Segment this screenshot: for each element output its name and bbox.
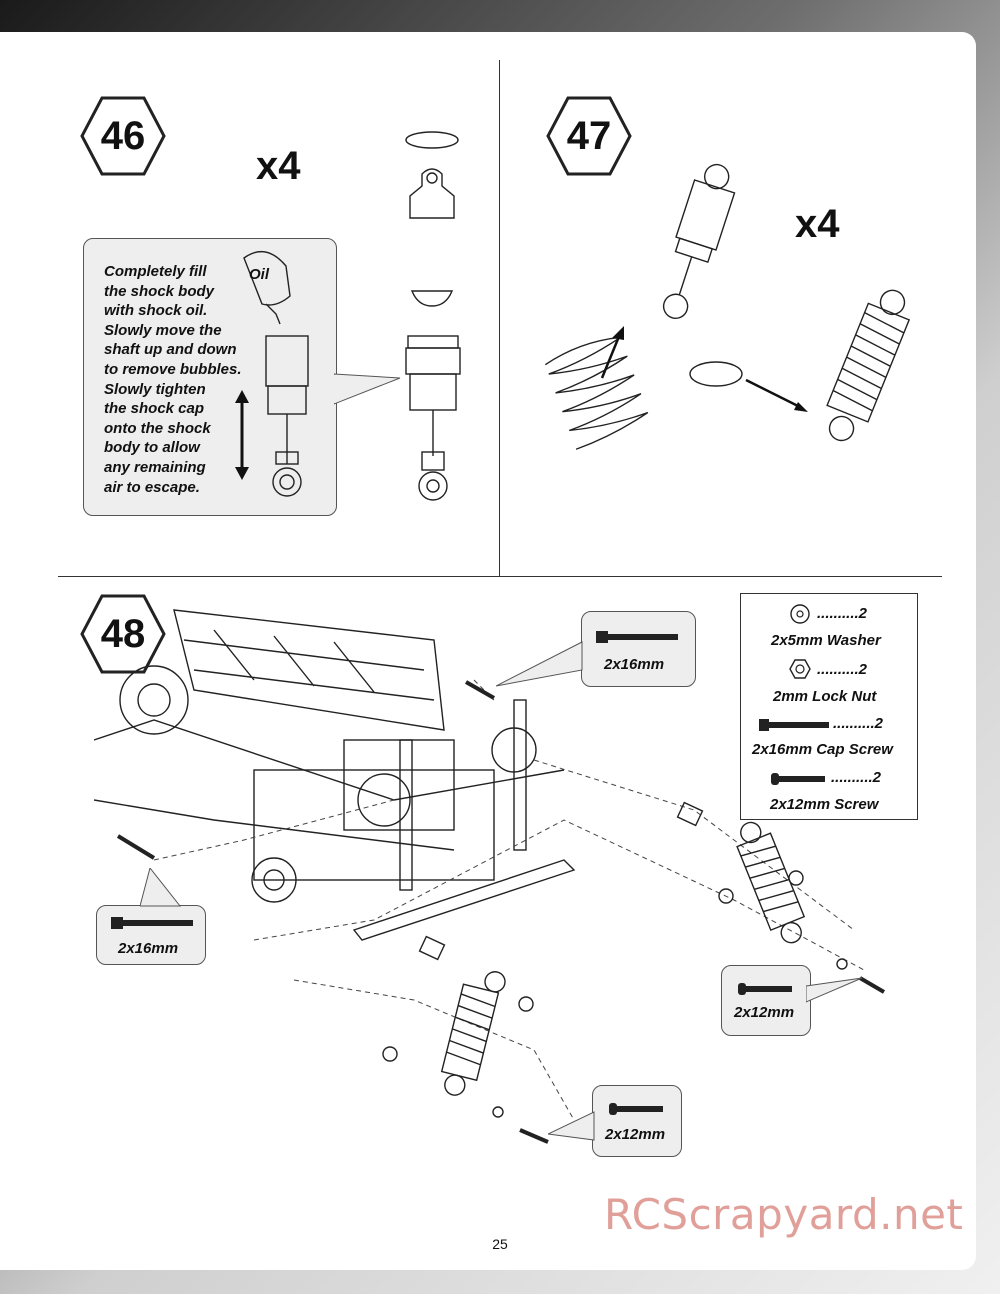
callout-label: 2x16mm (118, 940, 179, 957)
up-down-arrow-icon (235, 390, 249, 480)
oil-bottle-icon (243, 250, 291, 325)
watermark: RCScrapyard.net (604, 1190, 964, 1239)
callout-label: 2x12mm (734, 1004, 795, 1021)
step-46-badge: 46 (80, 96, 166, 176)
shock-fill-illustration (265, 335, 309, 497)
parts-legend: ..........2 2x5mm Washer ..........2 2mm… (740, 593, 918, 820)
step-47-badge: 47 (546, 96, 632, 176)
callout-2x16mm-top: 2x16mm (581, 611, 696, 687)
step-47-quantity: x4 (795, 202, 840, 246)
callout-label: 2x16mm (604, 656, 665, 673)
vertical-divider (499, 60, 500, 576)
callout-label: 2x12mm (605, 1126, 666, 1143)
cap-screw-name: 2x16mm Cap Screw (752, 741, 893, 758)
step-46-instructions: Completely fill the shock body with shoc… (104, 263, 242, 496)
screw-icon (771, 773, 825, 785)
step-46-quantity: x4 (256, 144, 301, 188)
screw-icon (738, 983, 792, 995)
cap-screw-icon (759, 719, 829, 731)
callout-2x12mm-right: 2x12mm (721, 965, 811, 1036)
step-48-number: 48 (100, 612, 146, 656)
washer-qty: ..........2 (817, 605, 868, 622)
lock-nut-name: 2mm Lock Nut (773, 688, 877, 705)
step-47-shock-assembly-illustration (544, 163, 911, 450)
callout-pointer (548, 1111, 595, 1141)
callout-pointer (806, 977, 863, 1003)
washer-name: 2x5mm Washer (771, 632, 881, 649)
washer-icon (790, 604, 810, 624)
callout-pointer (334, 373, 401, 405)
callout-pointer (496, 641, 583, 687)
chassis-shock-mount-illustration (94, 609, 886, 1144)
screw-qty: ..........2 (831, 769, 882, 786)
horizontal-divider (58, 576, 942, 577)
screw-name: 2x12mm Screw (770, 796, 879, 813)
shock-exploded-parts (405, 131, 461, 501)
callout-2x12mm-bottom: 2x12mm (592, 1085, 682, 1157)
lock-nut-icon (789, 659, 811, 679)
page-number: 25 (492, 1236, 508, 1252)
callout-pointer (140, 868, 182, 907)
cap-screw-qty: ..........2 (833, 715, 884, 732)
oil-label: Oil (249, 266, 270, 283)
callout-2x16mm-left: 2x16mm (96, 905, 206, 965)
step-48-badge: 48 (80, 594, 166, 674)
step-46-number: 46 (100, 114, 146, 158)
step-47-number: 47 (566, 114, 612, 158)
lock-nut-qty: ..........2 (817, 661, 868, 678)
cap-screw-icon (596, 631, 678, 643)
screw-icon (609, 1103, 663, 1115)
cap-screw-icon (111, 917, 193, 929)
